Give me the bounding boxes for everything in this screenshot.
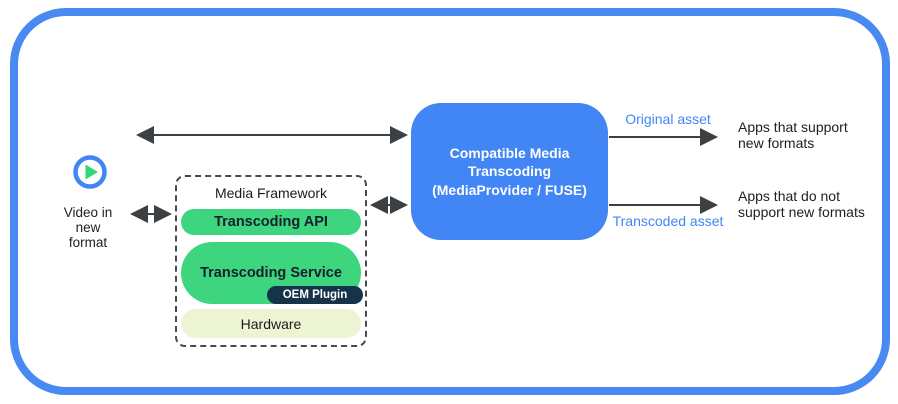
hardware-pill: Hardware xyxy=(181,309,361,338)
oem-plugin-badge: OEM Plugin xyxy=(267,286,363,304)
transcoding-service-label: Transcoding Service xyxy=(200,265,342,281)
apps-support-label: Apps that support new formats xyxy=(738,119,848,151)
play-icon xyxy=(73,155,107,189)
outer-border xyxy=(10,8,890,395)
media-framework-box: Media Framework Transcoding API Transcod… xyxy=(175,175,367,347)
transcoded-asset-label: Transcoded asset xyxy=(612,213,724,229)
hardware-label: Hardware xyxy=(240,315,302,332)
transcoding-api-label: Transcoding API xyxy=(214,214,328,230)
original-asset-label: Original asset xyxy=(625,111,711,127)
transcoder-label: Compatible Media Transcoding (MediaProvi… xyxy=(432,144,587,198)
apps-no-support-label: Apps that do not support new formats xyxy=(738,188,865,220)
transcoding-service-pill: Transcoding Service OEM Plugin xyxy=(181,242,363,304)
transcoding-api-pill: Transcoding API xyxy=(181,209,361,235)
transcoder-box: Compatible Media Transcoding (MediaProvi… xyxy=(411,103,608,240)
media-framework-title: Media Framework xyxy=(214,185,328,201)
source-label: Video in new format xyxy=(63,205,113,250)
oem-plugin-label: OEM Plugin xyxy=(282,289,348,301)
